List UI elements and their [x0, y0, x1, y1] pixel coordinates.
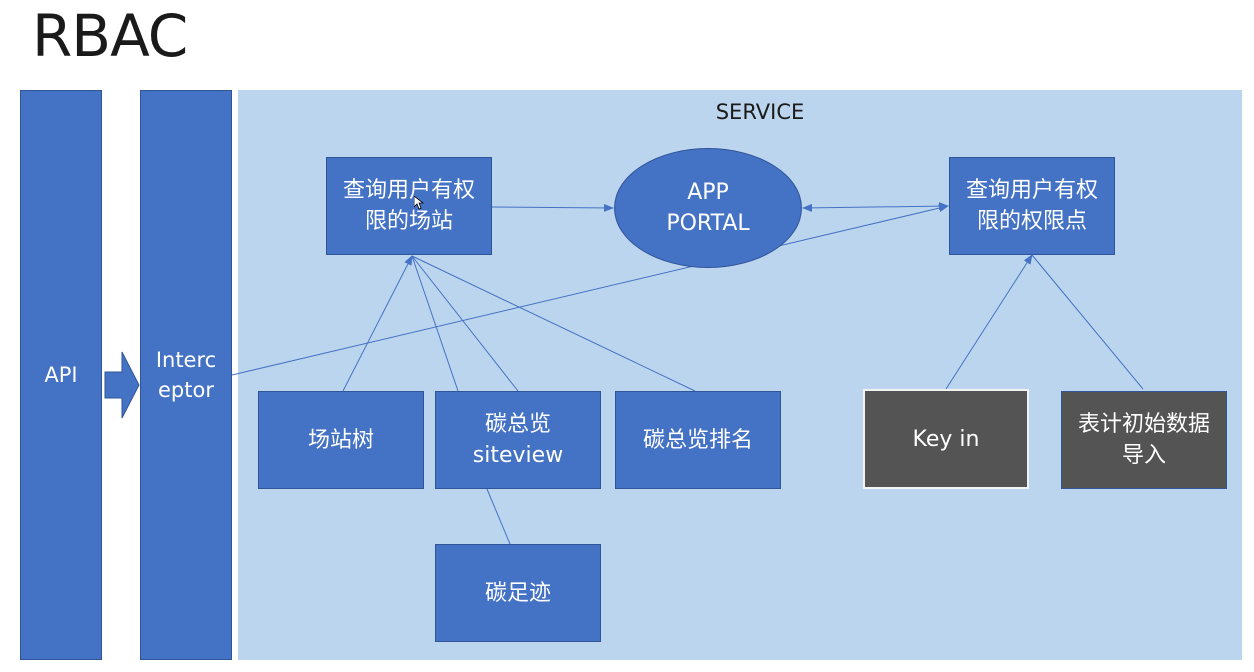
carbon-rank-box: 碳总览排名 [615, 391, 781, 489]
carbon-footprint-box: 碳足迹 [435, 544, 601, 642]
query-points-box: 查询用户有权限的权限点 [949, 157, 1115, 255]
mouse-cursor-icon [414, 196, 424, 210]
api-to-interceptor-arrow-icon [104, 351, 140, 419]
key-in-label: Key in [912, 426, 980, 452]
site-tree-label: 场站树 [307, 427, 374, 453]
carbon-overview-box: 碳总览 siteview [435, 391, 601, 489]
meter-import-box: 表计初始数据导入 [1061, 391, 1227, 489]
query-sites-box: 查询用户有权限的场站 [326, 157, 492, 255]
key-in-box: Key in [863, 389, 1029, 489]
query-sites-label: 查询用户有权限的场站 [342, 178, 475, 234]
interceptor-column: Interc eptor [140, 90, 232, 660]
app-portal-label: APP PORTAL [666, 180, 750, 236]
app-portal-node: APP PORTAL [614, 148, 802, 268]
meter-import-label: 表计初始数据导入 [1077, 412, 1210, 468]
api-label: API [44, 363, 78, 387]
site-tree-box: 场站树 [258, 391, 424, 489]
api-column: API [20, 90, 102, 660]
carbon-footprint-label: 碳足迹 [484, 580, 551, 606]
carbon-rank-label: 碳总览排名 [642, 427, 753, 453]
service-label: SERVICE [715, 100, 805, 124]
carbon-overview-label: 碳总览 siteview [472, 412, 564, 468]
interceptor-label: Interc eptor [155, 348, 217, 402]
query-points-label: 查询用户有权限的权限点 [965, 178, 1098, 234]
slide-title: RBAC [32, 2, 188, 70]
